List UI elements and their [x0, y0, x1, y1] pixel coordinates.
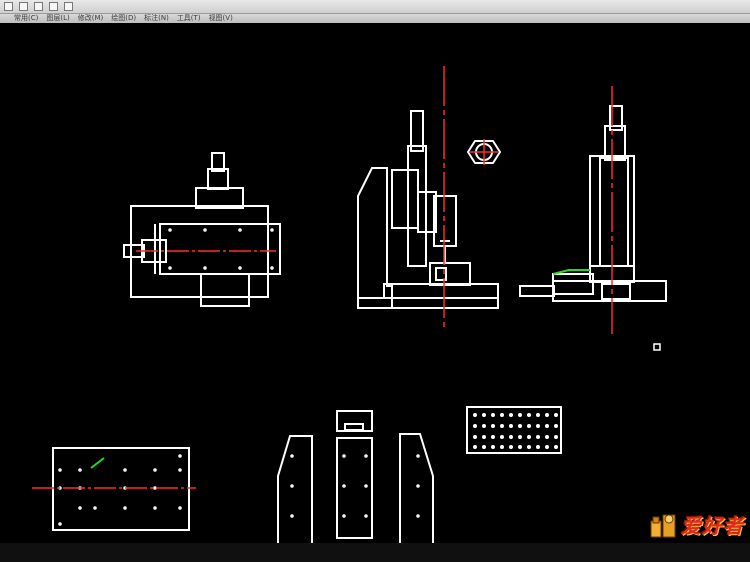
side-view-drawing [519, 86, 667, 351]
ribbon-tab-strip: 常用(C) 图层(L) 修改(M) 绘图(D) 标注(N) 工具(T) 视图(V… [0, 14, 750, 23]
tab-annotate[interactable]: 标注(N) [144, 14, 169, 22]
new-icon[interactable] [4, 2, 13, 11]
tab-view[interactable]: 视图(V) [208, 14, 233, 22]
tab-layer[interactable]: 图层(L) [46, 14, 70, 22]
side-panels-drawing [277, 410, 434, 543]
tab-modify[interactable]: 修改(M) [77, 14, 104, 22]
watermark-text: 爱好者 [681, 514, 744, 538]
tab-tools[interactable]: 工具(T) [176, 14, 201, 22]
grid-plate-drawing [466, 406, 562, 454]
tab-home[interactable]: 常用(C) [14, 14, 39, 22]
undo-icon[interactable] [64, 2, 73, 11]
site-watermark: 爱好者 [649, 510, 744, 539]
open-icon[interactable] [19, 2, 28, 11]
drawing-canvas[interactable]: 爱好者 [0, 23, 750, 543]
front-view-drawing [357, 66, 499, 328]
cad-drawing [32, 66, 667, 543]
craftsman-figure-logo [650, 514, 676, 537]
save-icon[interactable] [34, 2, 43, 11]
quick-access-toolbar [0, 0, 750, 14]
tab-draw[interactable]: 绘图(D) [111, 14, 137, 22]
top-view-drawing [123, 152, 281, 307]
base-plate-drawing [32, 447, 196, 531]
print-icon[interactable] [49, 2, 58, 11]
detail-hex-drawing [466, 139, 502, 165]
